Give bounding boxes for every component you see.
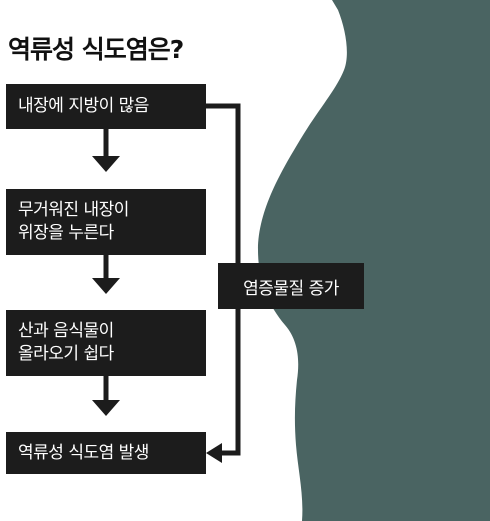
side-label-inflammation: 염증물질 증가 bbox=[218, 263, 364, 309]
step-box-result: 역류성 식도염 발생 bbox=[6, 432, 206, 474]
page-title: 역류성 식도염은? bbox=[8, 35, 184, 64]
step-box-pressure: 무거워진 내장이 위장을 누른다 bbox=[6, 189, 206, 255]
step-box-fat: 내장에 지방이 많음 bbox=[6, 84, 206, 129]
step-box-reflux: 산과 음식물이 올라오기 쉽다 bbox=[6, 310, 206, 376]
silhouette-shape bbox=[258, 0, 490, 521]
